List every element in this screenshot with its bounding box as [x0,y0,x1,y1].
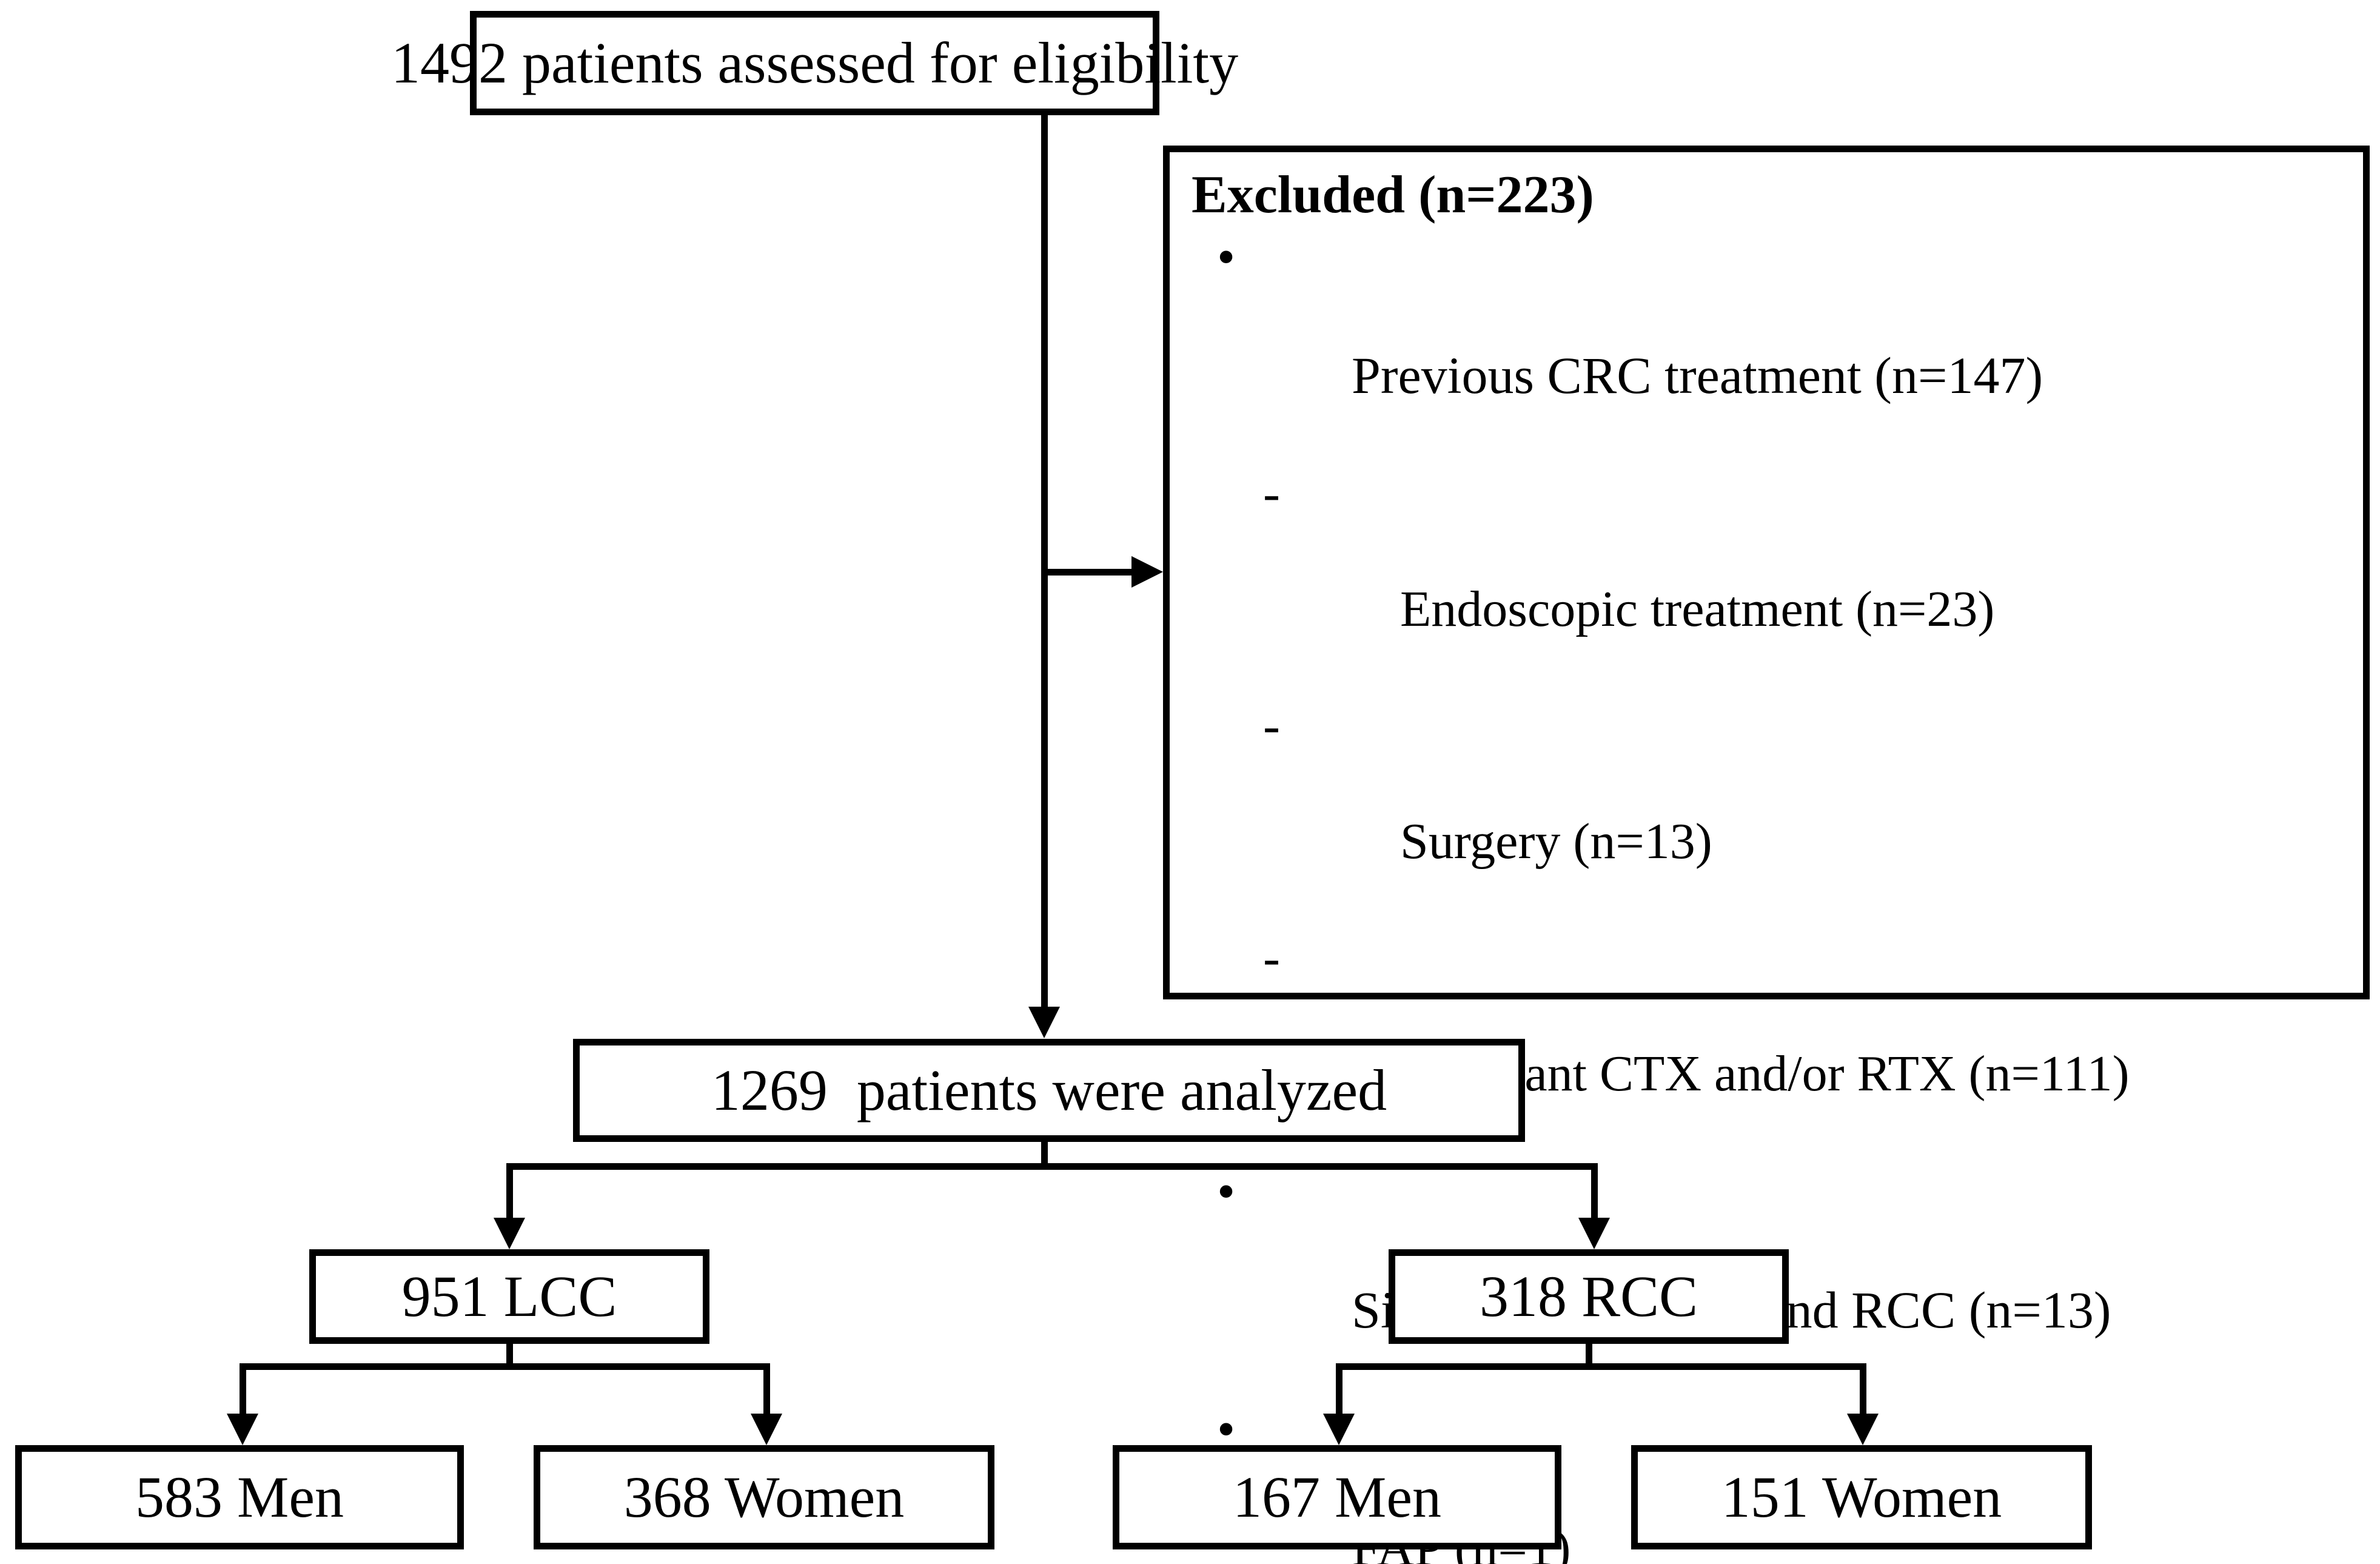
connector-rcc-split-bar [1336,1363,1866,1370]
box-lcc-women: 368 Women [534,1445,994,1549]
arrow-to-lcc [494,1218,525,1249]
arrow-to-rcc-men [1323,1414,1355,1445]
connector-to-rcc-women-vertical [1860,1363,1866,1415]
dash-icon: - [1263,465,1280,522]
connector-to-rcc-vertical [1591,1163,1598,1219]
arrow-to-excluded [1131,556,1163,588]
excluded-title: Excluded (n=223) [1192,166,1594,224]
connector-lcc-split-bar [240,1363,770,1370]
arrow-to-analyzed [1028,1007,1060,1038]
box-lcc-men-label: 583 Men [135,1464,344,1529]
box-rcc-group-label: 318 RCC [1479,1263,1698,1329]
arrow-to-rcc-women [1847,1414,1879,1445]
connector-to-rcc-men-vertical [1336,1363,1343,1415]
arrow-to-rcc [1578,1218,1610,1249]
connector-analyzed-split-bar [506,1163,1598,1170]
box-lcc-women-label: 368 Women [623,1464,905,1529]
box-rcc-group: 318 RCC [1389,1249,1789,1344]
connector-to-lcc-vertical [506,1163,513,1219]
connector-analyzed-stem [1041,1142,1048,1166]
box-rcc-men: 167 Men [1113,1445,1561,1549]
connector-spine-vertical [1041,115,1048,1007]
box-rcc-women-label: 151 Women [1721,1464,2002,1529]
bullet-icon: • [1217,1161,1236,1220]
box-patients-analyzed: 1269 patients were analyzed [573,1039,1525,1142]
connector-to-lcc-men-vertical [240,1363,246,1415]
excluded-item-label: Previous CRC treatment (n=147) [1352,346,2043,404]
bullet-icon: • [1217,227,1236,286]
excluded-sub-item-label: Surgery (n=13) [1400,813,1712,870]
connector-to-lcc-women-vertical [763,1363,770,1415]
box-patients-analyzed-label: 1269 patients were analyzed [711,1057,1387,1123]
arrow-to-lcc-women [751,1414,782,1445]
box-rcc-women: 151 Women [1631,1445,2092,1549]
box-excluded: Excluded (n=223) • Previous CRC treatmen… [1163,146,2370,1564]
connector-lcc-stem [506,1344,513,1366]
box-lcc-men: 583 Men [15,1445,464,1549]
dash-icon: - [1263,929,1280,986]
box-lcc-group-label: 951 LCC [401,1263,617,1329]
box-patients-assessed-label: 1492 patients assessed for eligibility [391,30,1239,95]
box-patients-assessed: 1492 patients assessed for eligibility [391,11,1238,115]
excluded-sub-item: - Endoscopic treatment (n=23) [1192,465,2352,697]
box-rcc-men-label: 167 Men [1233,1464,1441,1529]
dash-icon: - [1263,697,1280,754]
excluded-list-item: • Previous CRC treatment (n=147) [1192,227,2352,465]
box-lcc-group: 951 LCC [309,1249,709,1344]
connector-rcc-stem [1586,1344,1592,1366]
connector-to-excluded-horizontal [1041,569,1133,576]
excluded-sub-item: - Surgery (n=13) [1192,697,2352,929]
excluded-sub-item-label: Endoscopic treatment (n=23) [1400,581,1995,638]
arrow-to-lcc-men [227,1414,258,1445]
